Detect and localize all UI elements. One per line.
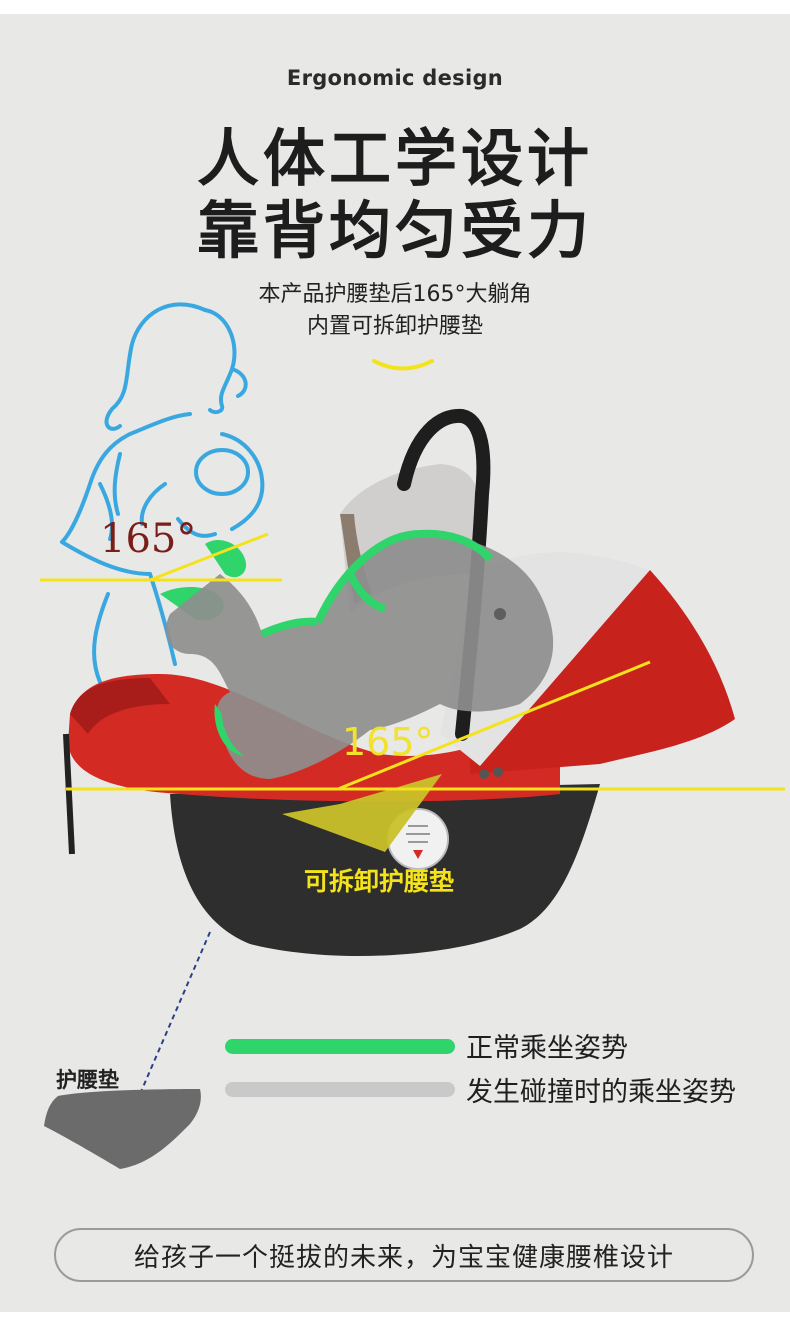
- side-strap: [63, 733, 75, 855]
- lumbar-pad-icon: [44, 1089, 201, 1169]
- pad-label: 护腰垫: [56, 1068, 119, 1092]
- subline-line-1: 本产品护腰垫后165°大躺角: [258, 282, 532, 307]
- pad-pointer-line: [139, 931, 211, 1095]
- headline-line-1: 人体工学设计: [196, 122, 593, 195]
- angle-label-left: 165°: [100, 516, 197, 562]
- cushion-caption: 可拆卸护腰垫: [304, 867, 455, 896]
- seat-red-side: [470, 570, 735, 774]
- car-seat-illustration: [40, 302, 785, 1169]
- slogan-text: 给孩子一个挺拔的未来，为宝宝健康腰椎设计: [133, 1242, 674, 1273]
- eyebrow-text: Ergonomic design: [286, 66, 504, 90]
- reclining-baby-icon: [160, 529, 554, 779]
- headline-line-2: 靠背均匀受力: [196, 194, 593, 267]
- legend-swatch-normal: [225, 1039, 455, 1054]
- legend-label-crash: 发生碰撞时的乘坐姿势: [466, 1077, 736, 1108]
- seat-shell: [170, 784, 600, 956]
- product-banner: Ergonomic design 人体工学设计 靠背均匀受力 本产品护腰垫后16…: [0, 14, 790, 1312]
- angle-label-right: 165°: [342, 720, 434, 764]
- slogan-pill: 给孩子一个挺拔的未来，为宝宝健康腰椎设计: [54, 1228, 754, 1282]
- angle-guides: [40, 532, 785, 791]
- subline-line-2: 内置可拆卸护腰垫: [306, 314, 483, 339]
- lumbar-cushion-wedge: [282, 774, 442, 852]
- accent-curve: [372, 359, 434, 371]
- legend-swatch-crash: [225, 1082, 455, 1097]
- mother-holding-baby-outline-icon: [60, 302, 265, 684]
- legend-label-normal: 正常乘坐姿势: [466, 1033, 628, 1064]
